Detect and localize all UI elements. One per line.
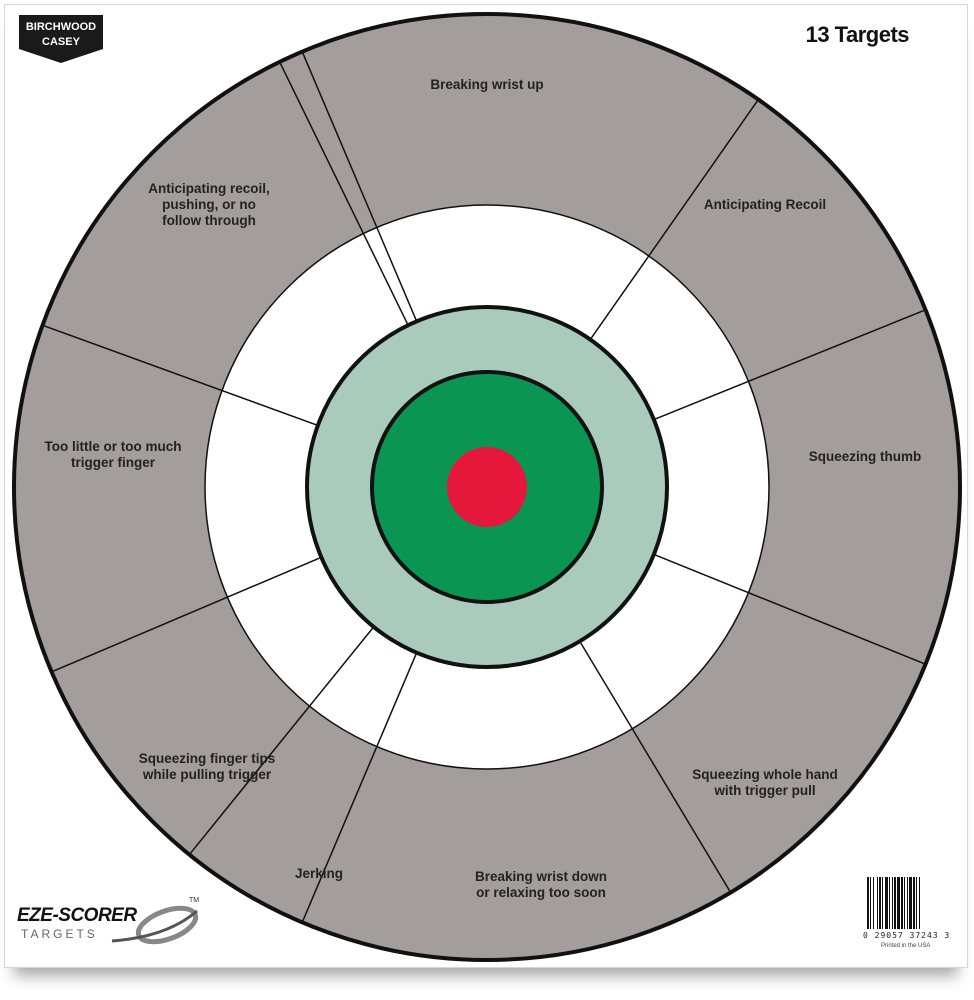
swoosh-icon [111,905,199,945]
barcode-bar [892,877,893,929]
segment-divider-line [302,53,418,322]
segment-divider-line [53,556,322,672]
barcode-bar [867,877,869,929]
barcode-digits: 0 29057 37243 3 [863,931,951,940]
barcode-bar [877,877,878,929]
barcode-bar [889,877,890,929]
barcode-bar [916,877,917,929]
logo-tm: TM [189,897,200,904]
logo-sub-text: TARGETS [21,927,98,941]
brand-line2: CASEY [42,36,81,48]
segment-divider-line [653,309,924,421]
barcode-bar [907,877,908,929]
barcode-bar [909,877,912,929]
barcode: 0 29057 37243 3 Printed in the USA [863,877,951,955]
barcode-bar [894,877,896,929]
target-rings [12,12,962,962]
segment-label-anticipating-recoil: Anticipating Recoil [703,197,827,212]
segment-divider-line [302,652,418,921]
eze-scorer-logo: EZE-SCORER TARGETS TM [17,897,207,947]
segment-divider-line [44,325,319,427]
barcode-bar [870,877,871,929]
segment-divider-line [653,553,924,665]
segment-label-breaking-wrist-up: Breaking wrist up [430,77,544,92]
bullseye [447,447,527,527]
segment-divider-line [579,640,731,892]
segment-divider-line [279,63,409,326]
barcode-bar [919,877,920,929]
barcode-bar [882,877,883,929]
segment-label-squeezing-thumb: Squeezing thumb [808,449,922,464]
brand-line1: BIRCHWOOD [26,21,96,33]
targets-count: 13 Targets [805,22,910,47]
segment-label-jerking: Jerking [294,866,344,881]
barcode-bar [901,877,903,929]
brand-logo: BIRCHWOOD CASEY [19,15,103,63]
segment-dividers [44,53,924,921]
barcode-bar [879,877,881,929]
logo-main-text: EZE-SCORER [17,905,137,926]
printed-in-usa: Printed in the USA [881,943,931,949]
barcode-bars-icon [867,877,920,929]
barcode-bar [897,877,900,929]
segment-divider-line [589,100,758,340]
barcode-bar [873,877,874,929]
barcode-bar [913,877,915,929]
segment-divider-line [190,626,375,854]
barcode-bar [885,877,888,929]
target-sheet: BIRCHWOOD CASEY 13 Targets Breaking wris… [4,4,968,968]
barcode-bar [904,877,905,929]
